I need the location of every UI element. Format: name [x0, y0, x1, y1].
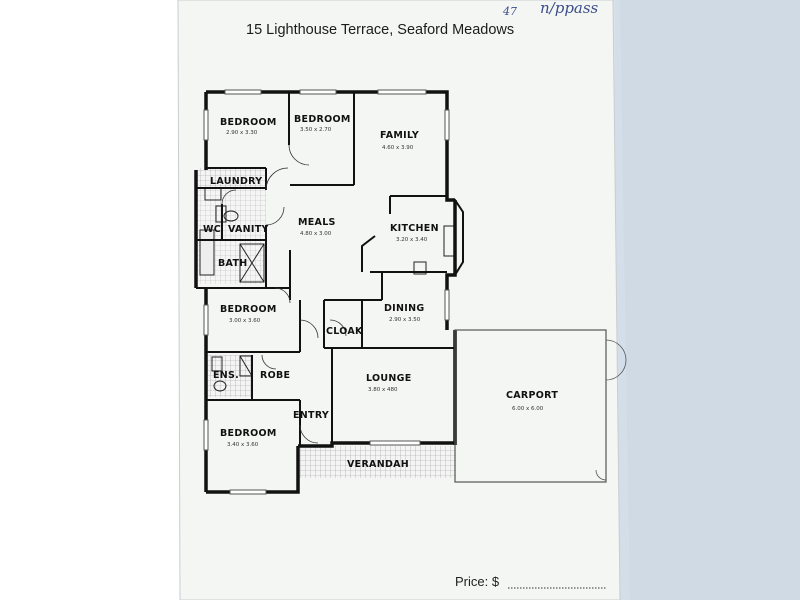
room-label-bedroom-1: BEDROOM [220, 117, 277, 128]
kitchen-bay-window [447, 199, 464, 276]
room-label-laundry: LAUNDRY [210, 176, 263, 187]
room-label-robe: ROBE [260, 370, 291, 381]
room-label-entry: ENTRY [293, 410, 330, 421]
room-label-dining: DINING [384, 303, 425, 314]
windows [203, 89, 450, 495]
room-label-cloak: CLOAK [326, 326, 363, 337]
room-label-meals: MEALS [298, 217, 336, 228]
room-label-carport: CARPORT [506, 390, 559, 401]
room-label-kitchen: KITCHEN [390, 223, 439, 234]
handwritten-number: 47 [503, 5, 517, 18]
room-size-carport: 6.00 x 6.00 [512, 406, 544, 412]
room-size-bedroom-4: 3.40 x 3.60 [227, 442, 259, 448]
room-label-bedroom-3: BEDROOM [220, 304, 277, 315]
fixtures [199, 187, 457, 392]
room-size-meals: 4.80 x 3.00 [300, 231, 332, 237]
room-size-dining: 2.90 x 3.50 [389, 317, 421, 323]
door-swings [221, 144, 347, 444]
room-size-bedroom-2: 3.50 x 2.70 [300, 127, 332, 133]
room-label-vanity: VANITY [228, 224, 269, 235]
room-size-bedroom-1: 2.90 x 3.30 [226, 130, 258, 136]
carport-door-arc [605, 339, 627, 381]
handwritten-note: n/ppass [540, 0, 599, 17]
room-label-lounge: LOUNGE [366, 373, 412, 384]
price-label: Price: $ [455, 574, 500, 589]
room-label-ens: ENS. [213, 370, 240, 381]
room-label-family: FAMILY [380, 130, 419, 141]
room-size-kitchen: 3.20 x 3.40 [396, 237, 428, 243]
room-label-bedroom-4: BEDROOM [220, 428, 277, 439]
room-size-lounge: 3.80 x 480 [368, 387, 398, 393]
address-title: 15 Lighthouse Terrace, Seaford Meadows [246, 22, 515, 38]
room-size-bedroom-3: 3.00 x 3.60 [229, 318, 261, 324]
room-label-verandah: VERANDAH [347, 459, 410, 470]
room-label-wc: WC [203, 224, 222, 235]
carport-outline [454, 329, 607, 483]
room-label-bath: BATH [218, 258, 248, 269]
room-label-bedroom-2: BEDROOM [294, 114, 351, 125]
room-size-family: 4.60 x 3.90 [382, 145, 414, 151]
